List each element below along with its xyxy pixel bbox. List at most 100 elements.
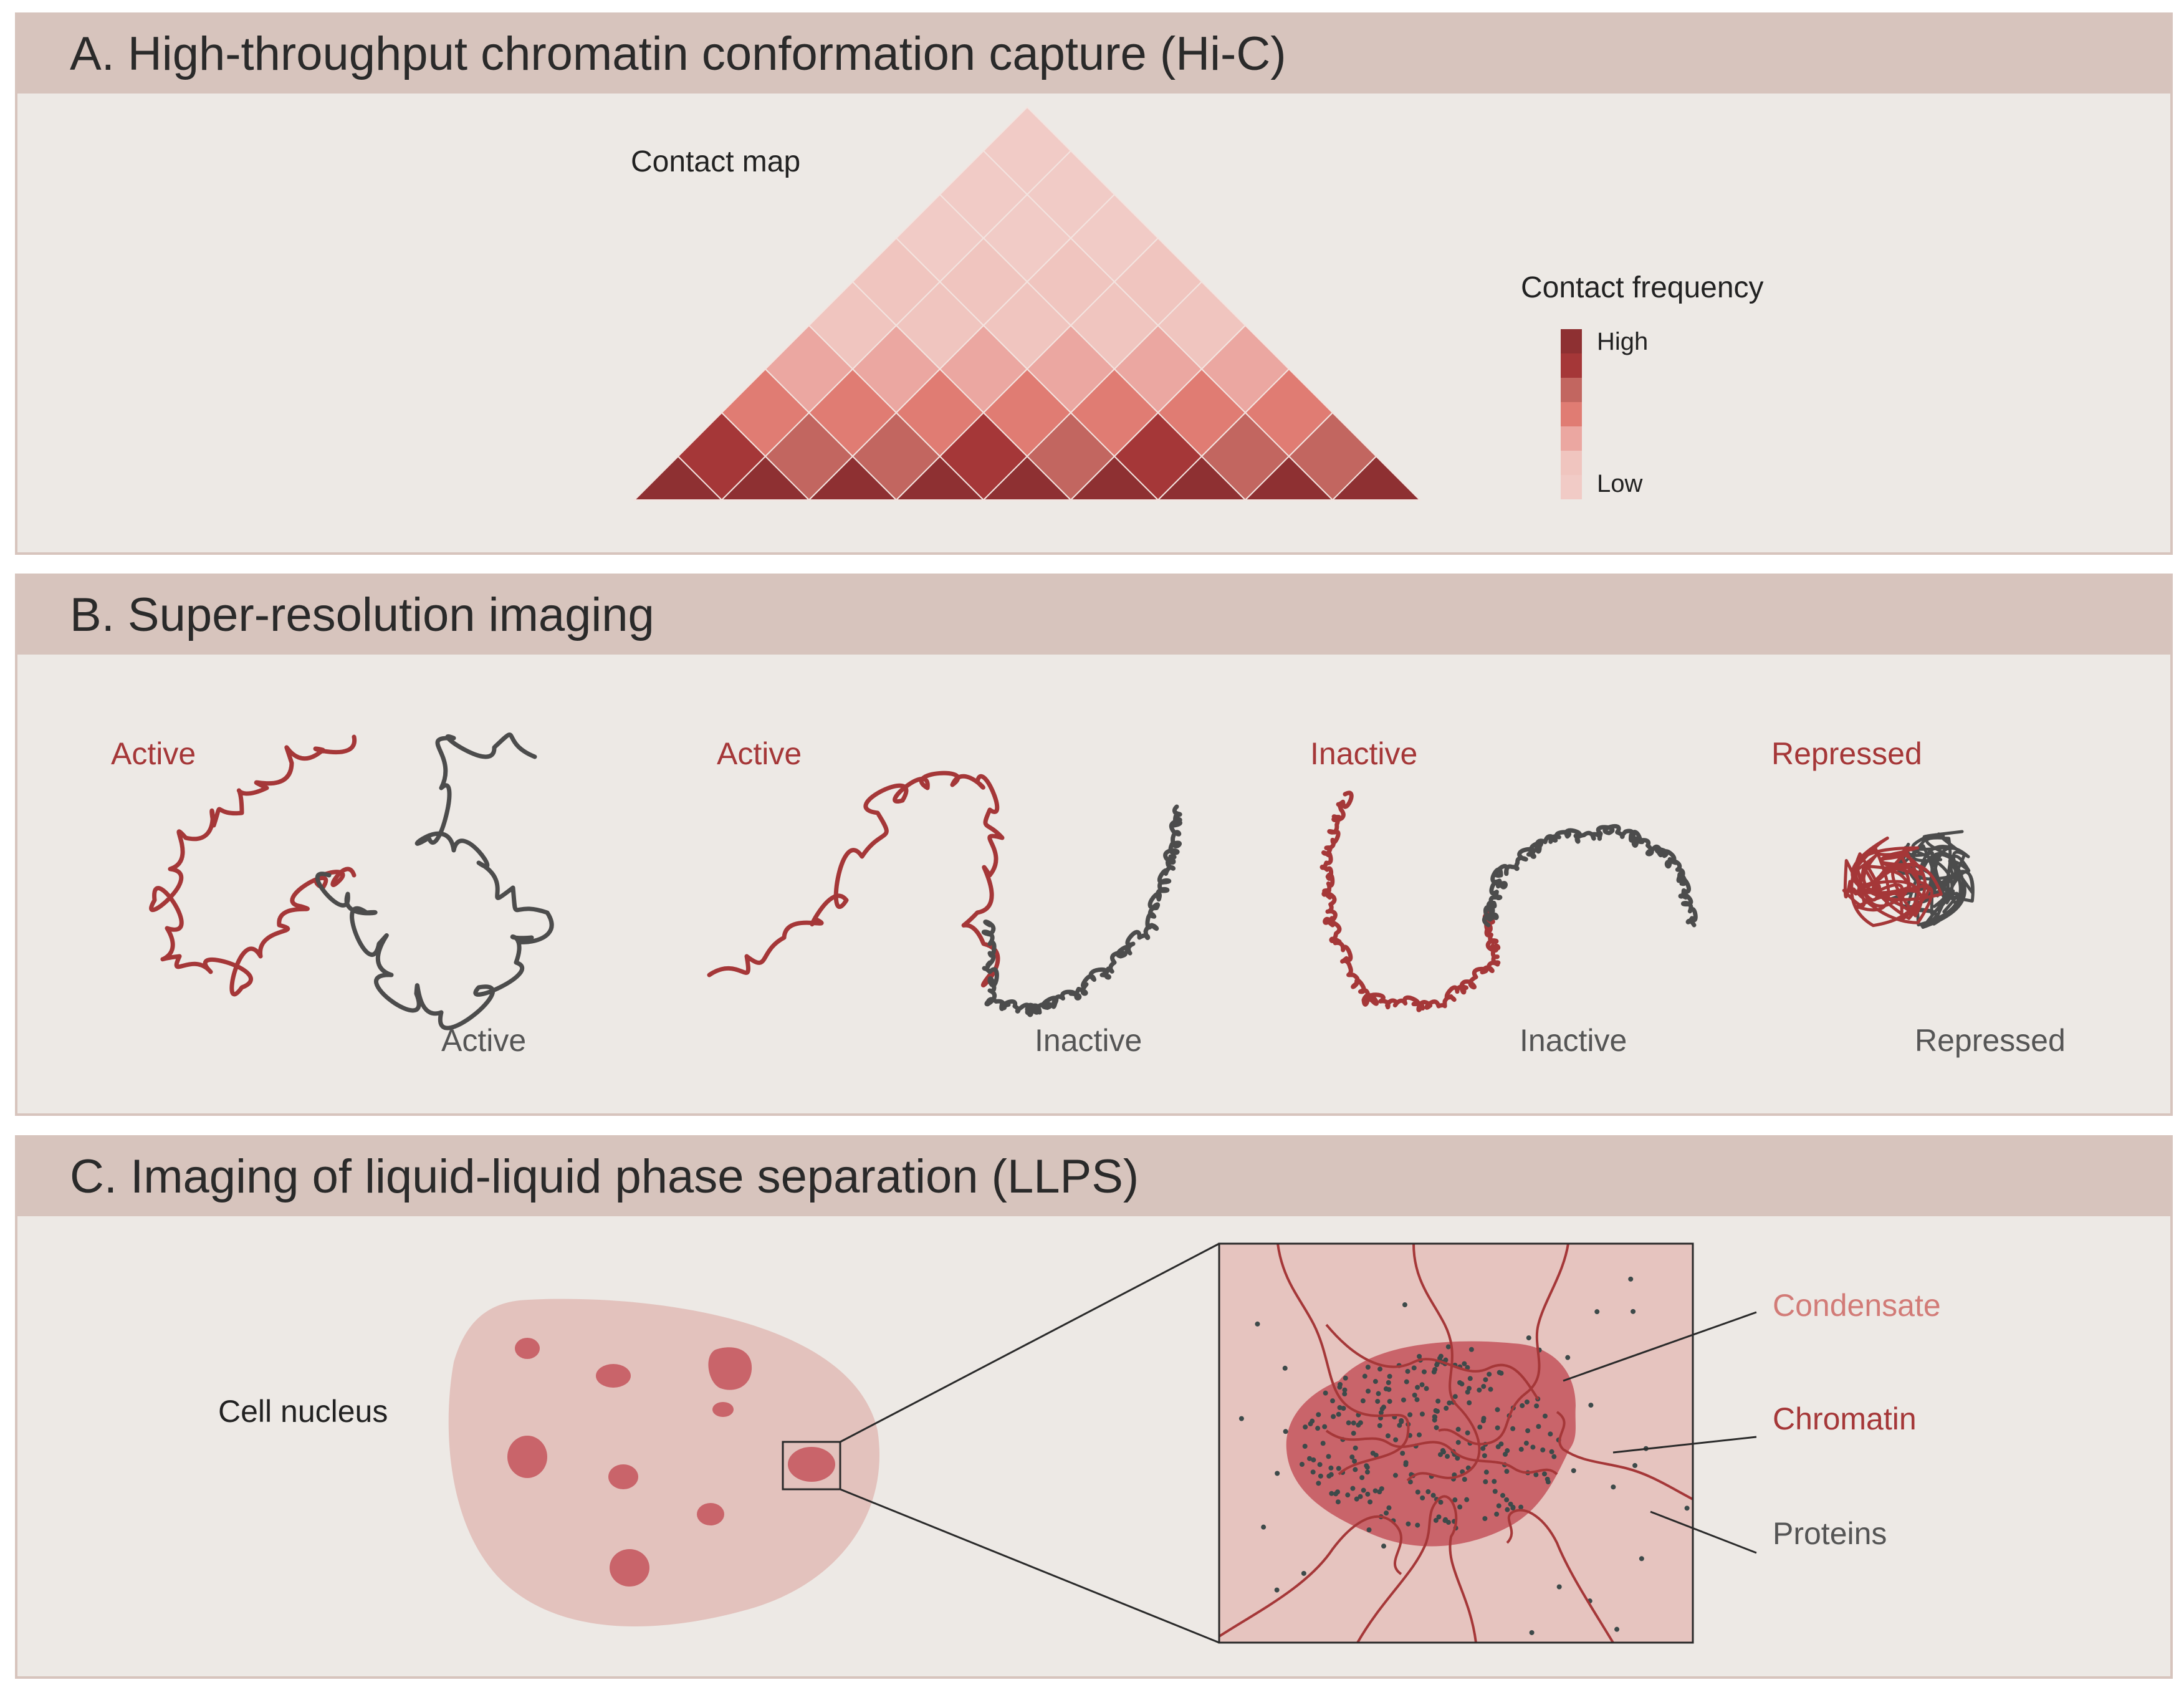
condensate-droplet — [697, 1503, 724, 1525]
llps-graphic — [448, 1242, 1757, 1644]
protein-dot — [1440, 1448, 1445, 1453]
protein-dot — [1467, 1376, 1473, 1381]
legend-swatch — [1561, 353, 1582, 378]
protein-dot — [1335, 1499, 1341, 1505]
pair-4-bottom-label: Repressed — [1915, 1023, 2066, 1058]
protein-dot — [1684, 1505, 1690, 1511]
protein-dot — [1337, 1385, 1343, 1390]
panel-title: B. Super-resolution imaging — [70, 588, 654, 641]
pair-4-top-label: Repressed — [1771, 736, 1922, 771]
protein-dot — [1417, 1432, 1422, 1438]
chromatin-strands — [1219, 1244, 1693, 1643]
protein-dot — [1386, 1380, 1391, 1385]
protein-dot — [1503, 1451, 1508, 1457]
condensate-droplet — [788, 1447, 835, 1482]
condensate-droplet — [610, 1549, 649, 1587]
protein-dot — [1518, 1504, 1524, 1510]
protein-dot — [1631, 1308, 1636, 1314]
protein-dot — [1323, 1390, 1328, 1396]
protein-dot — [1526, 1335, 1531, 1341]
protein-dot — [1361, 1487, 1366, 1493]
pair-3-bottom-label: Inactive — [1520, 1023, 1627, 1058]
protein-dot — [1283, 1429, 1288, 1434]
protein-dot — [1432, 1366, 1438, 1372]
protein-dot — [1274, 1587, 1280, 1593]
protein-dot — [1415, 1522, 1420, 1528]
condensate-droplet — [608, 1464, 638, 1489]
protein-dot — [1310, 1469, 1316, 1475]
protein-dot — [1452, 1394, 1458, 1400]
protein-dot — [1466, 1386, 1472, 1391]
protein-dot — [1525, 1428, 1531, 1434]
protein-dot — [1381, 1544, 1387, 1549]
legend-swatch — [1561, 378, 1582, 402]
protein-dot — [1452, 1497, 1458, 1503]
legend-swatch — [1561, 475, 1582, 499]
protein-dot — [1378, 1410, 1384, 1416]
protein-dot — [1482, 1516, 1488, 1522]
panel-super-resolution: B. Super-resolution imaging Active Activ… — [15, 574, 2173, 1116]
protein-dot — [1261, 1524, 1267, 1530]
protein-dot — [1571, 1468, 1576, 1474]
protein-dot — [1303, 1424, 1308, 1430]
protein-dot — [1465, 1390, 1470, 1395]
protein-dot — [1504, 1469, 1510, 1474]
condensate-droplet — [515, 1338, 540, 1359]
protein-dot — [1373, 1452, 1379, 1458]
protein-dot — [1320, 1441, 1326, 1446]
protein-dot — [1545, 1476, 1550, 1482]
protein-dot — [1328, 1465, 1334, 1471]
protein-dot — [1403, 1460, 1409, 1466]
protein-dot — [1464, 1497, 1470, 1502]
protein-dot — [1299, 1461, 1305, 1467]
protein-dot — [1417, 1353, 1422, 1359]
protein-dot — [1316, 1412, 1321, 1418]
protein-dot — [1540, 1447, 1546, 1452]
protein-dot — [1477, 1387, 1482, 1393]
protein-dot — [1481, 1384, 1487, 1390]
protein-dot — [1480, 1418, 1486, 1424]
protein-dot — [1419, 1382, 1425, 1388]
protein-dot — [1342, 1387, 1348, 1393]
protein-dot — [1425, 1489, 1431, 1494]
protein-dot — [1415, 1385, 1420, 1390]
protein-dot — [1524, 1399, 1530, 1404]
protein-dot — [1465, 1365, 1470, 1370]
protein-dot — [1455, 1439, 1461, 1445]
protein-dot — [1308, 1421, 1313, 1427]
zoom-line — [840, 1242, 1220, 1443]
protein-dot — [1419, 1411, 1425, 1417]
protein-dot — [1341, 1406, 1346, 1411]
protein-dot — [1434, 1425, 1439, 1431]
protein-dot — [1483, 1479, 1488, 1484]
protein-dot — [1342, 1391, 1348, 1397]
protein-dot — [1362, 1373, 1367, 1379]
condensate-droplet — [712, 1402, 734, 1417]
protein-dot — [1433, 1408, 1439, 1413]
inactive-chain-red — [1320, 790, 1501, 1012]
protein-dot — [1495, 1444, 1501, 1449]
protein-dot — [1541, 1471, 1547, 1477]
protein-dot — [1375, 1398, 1381, 1404]
protein-dot — [1406, 1521, 1411, 1527]
protein-dot — [1275, 1471, 1280, 1476]
condensate-leader — [1563, 1311, 1757, 1382]
protein-dot — [1392, 1472, 1398, 1478]
protein-dot — [1492, 1489, 1498, 1494]
protein-dot — [1523, 1441, 1529, 1446]
protein-dot — [1455, 1426, 1461, 1432]
protein-dot — [1407, 1412, 1413, 1418]
contact-map-triangle — [633, 106, 1422, 501]
protein-dot — [1455, 1456, 1460, 1461]
protein-dot — [1536, 1424, 1541, 1429]
protein-dot — [1311, 1457, 1316, 1462]
protein-dot — [1343, 1375, 1348, 1381]
protein-dot — [1438, 1499, 1444, 1505]
protein-dot — [1495, 1407, 1500, 1413]
protein-dot — [1565, 1355, 1571, 1360]
proteins-label: Proteins — [1773, 1516, 1887, 1551]
pair-1-bottom-label: Active — [441, 1023, 527, 1058]
protein-dot — [1345, 1492, 1351, 1498]
pair-2-bottom-label: Inactive — [1035, 1023, 1142, 1058]
protein-dot — [1326, 1454, 1331, 1459]
